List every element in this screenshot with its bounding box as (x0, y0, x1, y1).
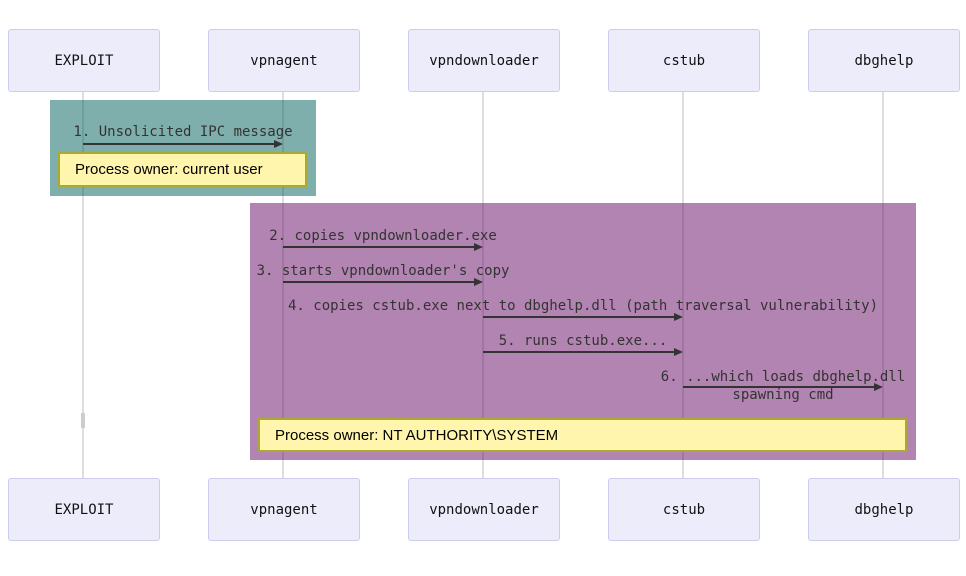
lifeline-segment (81, 413, 85, 428)
lifeline-exploit (82, 90, 84, 478)
actor-bottom-cstub-label: cstub (662, 501, 706, 518)
message-2-line (283, 246, 474, 248)
actor-bottom-exploit: EXPLOIT (8, 478, 160, 541)
note-system-text: Process owner: NT AUTHORITY\SYSTEM (275, 426, 559, 444)
actor-bottom-dbghelp-label: dbghelp (854, 501, 914, 518)
message-4-arrowhead-icon (674, 313, 683, 321)
message-5-arrowhead-icon (674, 348, 683, 356)
actor-top-vpnagent: vpnagent (208, 29, 360, 92)
actor-top-dbghelp: dbghelp (808, 29, 960, 92)
message-3-arrowhead-icon (474, 278, 483, 286)
message-2-arrowhead-icon (474, 243, 483, 251)
actor-bottom-dbghelp: dbghelp (808, 478, 960, 541)
actor-top-vpndownloader-label: vpndownloader (429, 52, 539, 69)
note-current-user-text: Process owner: current user (75, 161, 263, 178)
actor-top-vpndownloader: vpndownloader (408, 29, 560, 92)
actor-bottom-exploit-label: EXPLOIT (54, 501, 114, 518)
region-system (250, 203, 916, 460)
actor-bottom-vpndownloader: vpndownloader (408, 478, 560, 541)
message-4-line (483, 316, 674, 318)
actor-bottom-cstub: cstub (608, 478, 760, 541)
message-6-arrowhead-icon (874, 383, 883, 391)
message-5-line (483, 351, 674, 353)
actor-top-exploit: EXPLOIT (8, 29, 160, 92)
actor-top-exploit-label: EXPLOIT (54, 52, 114, 69)
actor-top-cstub-label: cstub (662, 52, 706, 69)
message-1-line (83, 143, 274, 145)
message-1-arrowhead-icon (274, 140, 283, 148)
actor-bottom-vpndownloader-label: vpndownloader (429, 501, 539, 518)
note-system: Process owner: NT AUTHORITY\SYSTEM (258, 418, 907, 452)
actor-top-vpnagent-label: vpnagent (250, 52, 318, 69)
actor-bottom-vpnagent-label: vpnagent (250, 501, 318, 518)
actor-top-dbghelp-label: dbghelp (854, 52, 914, 69)
actor-bottom-vpnagent: vpnagent (208, 478, 360, 541)
note-current-user: Process owner: current user (58, 152, 307, 187)
message-6-line (683, 386, 874, 388)
actor-top-cstub: cstub (608, 29, 760, 92)
message-3-line (283, 281, 474, 283)
